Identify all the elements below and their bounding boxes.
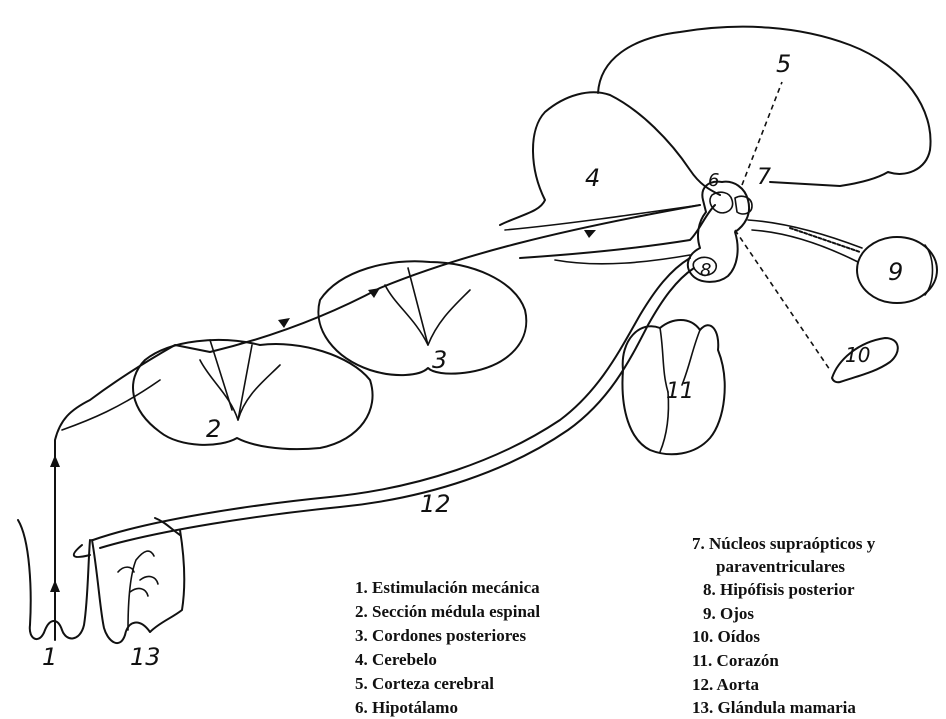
label-4: 4 xyxy=(585,164,600,192)
hypothalamus-structure xyxy=(688,182,752,282)
legend-item-5: 5. Corteza cerebral xyxy=(355,674,494,694)
brainstem-outline xyxy=(520,205,715,264)
label-3: 3 xyxy=(432,346,447,374)
legend-item-7-cont: paraventriculares xyxy=(716,557,845,577)
spinal-section-3 xyxy=(318,261,526,375)
legend-item-2: 2. Sección médula espinal xyxy=(355,602,540,622)
arrowheads xyxy=(50,230,596,592)
legend-item-10: 10. Oídos xyxy=(692,627,760,647)
label-5: 5 xyxy=(776,50,791,78)
spinal-section-2 xyxy=(133,340,373,449)
legend-item-8: 8. Hipófisis posterior xyxy=(703,580,855,600)
label-13: 13 xyxy=(130,643,161,671)
aorta-pathway xyxy=(74,258,694,557)
cerebral-cortex-outline xyxy=(598,27,931,186)
legend-item-1: 1. Estimulación mecánica xyxy=(355,578,540,598)
afferent-pathway xyxy=(55,205,700,640)
projection-lines xyxy=(735,82,830,370)
legend-item-4: 4. Cerebelo xyxy=(355,650,437,670)
label-6: 6 xyxy=(708,170,719,191)
legend-item-3: 3. Cordones posteriores xyxy=(355,626,526,646)
legend-item-13: 13. Glándula mamaria xyxy=(692,698,856,718)
legend-item-11: 11. Corazón xyxy=(692,651,779,671)
legend-item-9: 9. Ojos xyxy=(703,604,754,624)
label-10: 10 xyxy=(845,343,870,367)
legend-item-12: 12. Aorta xyxy=(692,675,759,695)
label-8: 8 xyxy=(700,260,711,281)
label-2: 2 xyxy=(206,415,221,443)
label-9: 9 xyxy=(888,258,903,286)
label-1: 1 xyxy=(42,643,57,671)
optic-nerve xyxy=(748,220,862,262)
legend-item-6: 6. Hipotálamo xyxy=(355,698,458,718)
cerebellum-outline xyxy=(500,92,720,230)
label-7: 7 xyxy=(757,165,771,190)
label-12: 12 xyxy=(420,490,451,518)
label-11: 11 xyxy=(666,379,694,404)
legend-item-7: 7. Núcleos supraópticos y xyxy=(692,534,875,554)
